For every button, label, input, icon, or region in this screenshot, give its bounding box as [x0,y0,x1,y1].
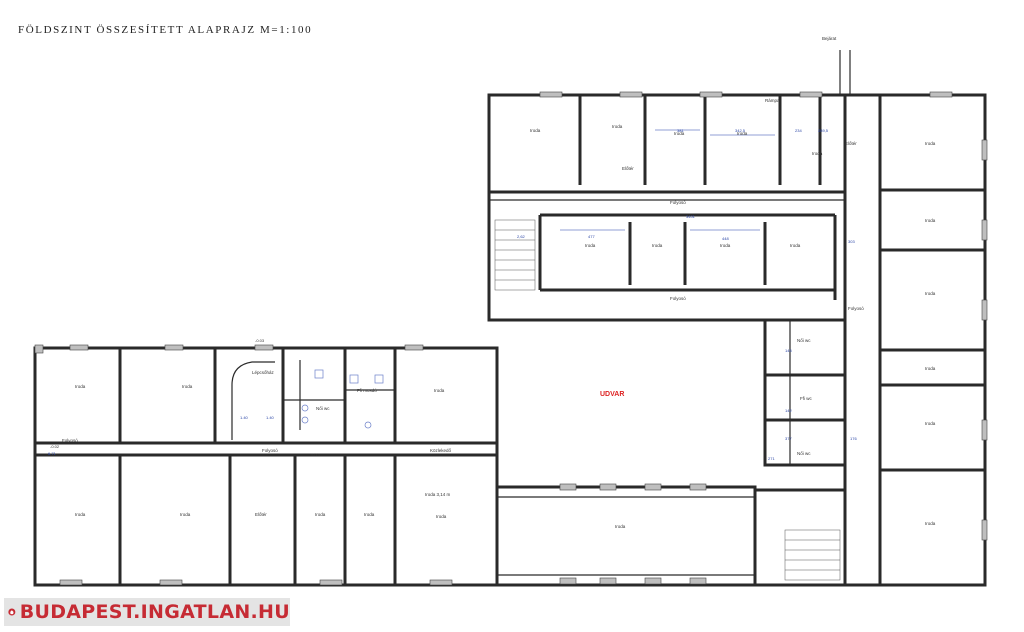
dimension: 145 [785,348,792,353]
room-label-ffi-mosdo: Ffi mosdó [357,388,377,393]
courtyard-label: UDVAR [600,391,624,398]
room-label-eloter: Előtér [845,141,857,146]
room-label-eloter: Előtér [622,166,634,171]
watermark-banner: BUDAPEST.INGATLAN.HU [4,598,290,626]
dimension: 3401 [686,214,696,219]
room-label-iroda: Iroda [652,243,663,248]
room-label-iroda: Iroda [585,243,596,248]
room-label-iroda: Iroda [612,124,623,129]
dimension: 342,5 [735,128,746,133]
room-label-iroda: Iroda [180,512,191,517]
stair-southeast [784,529,841,581]
room-label-iroda: Iroda [925,141,936,146]
dimension: 176 [850,436,857,441]
room-labels: Iroda Iroda Iroda Iroda Előtér Iroda Elő… [62,36,936,529]
room-label-noi-wc: Női wc [797,338,811,343]
room-label-iroda: Iroda [182,384,193,389]
label-rampa: Rámpa [765,98,780,103]
north-wing [487,50,987,587]
level-mark: -0.03 [255,338,265,343]
dimension: 142 [785,408,792,413]
room-label-folyoso: Folyosó [262,448,278,453]
room-label-iroda: Iroda [790,243,801,248]
room-label-iroda: Iroda [812,151,823,156]
dimension: 377 [785,436,792,441]
dimension-labels: 381 342,5 234 289,5 3401 477 448 2,62 14… [48,128,857,461]
label-bejarat: Bejárat [822,36,837,41]
room-label-iroda: Iroda [925,291,936,296]
room-label-noi-wc: Női wc [316,406,330,411]
dimension: 1.40 [266,415,275,420]
level-mark: +0.10 [310,452,321,457]
room-label-eloter: Előtér [255,512,267,517]
room-label-iroda: Iroda [434,388,445,393]
dimension: 289,5 [818,128,829,133]
stair-north [494,219,536,291]
blue-fixtures [301,129,775,429]
house-icon [8,608,16,616]
room-label-folyoso: Folyosó [62,438,78,443]
room-label-iroda: Iroda [315,512,326,517]
room-label-folyoso: Folyosó [670,200,686,205]
room-label-noi-wc: Női wc [797,451,811,456]
room-label-folyoso: Folyosó [670,296,686,301]
room-label-iroda: Iroda [925,421,936,426]
room-label-iroda: Iroda [75,512,86,517]
room-label-iroda: Iroda [720,243,731,248]
room-label-iroda: Iroda [75,384,86,389]
south-wing [495,485,757,587]
watermark-text: BUDAPEST.INGATLAN.HU [19,601,290,623]
level-mark: -0.02 [50,444,60,449]
room-label-lepcsohaz: Lépcsőház [252,370,275,375]
room-label-iroda: Iroda [925,521,936,526]
dimension: 2,62 [517,234,526,239]
room-area-label: Iroda 3,14 m [425,492,451,497]
dimension: 6.71 [48,451,57,456]
dimension: 1.40 [240,415,249,420]
dimension: 381 [677,128,684,133]
dimension: 448 [722,236,729,241]
dimension: 234 [795,128,802,133]
dimension: 271 [768,456,775,461]
room-label-iroda: Iroda [530,128,541,133]
west-wing [33,346,499,587]
dimension: 303 [848,239,855,244]
room-label-iroda: Iroda [615,524,626,529]
room-label-iroda: Iroda [925,218,936,223]
room-label-kozlekedo: Közlekedő [430,448,452,453]
room-label-ffi-wc: Ffi wc [800,396,812,401]
room-label-folyoso: Folyosó [848,306,864,311]
room-label-iroda: Iroda [674,131,685,136]
wall-hatching [34,91,988,586]
plan-title: FÖLDSZINT ÖSSZESÍTETT ALAPRAJZ M=1:100 [18,24,313,36]
dimension: 477 [588,234,595,239]
room-label-iroda: Iroda [436,514,447,519]
room-label-iroda: Iroda [364,512,375,517]
room-label-iroda: Iroda [925,366,936,371]
room-label-iroda: Iroda [737,131,748,136]
